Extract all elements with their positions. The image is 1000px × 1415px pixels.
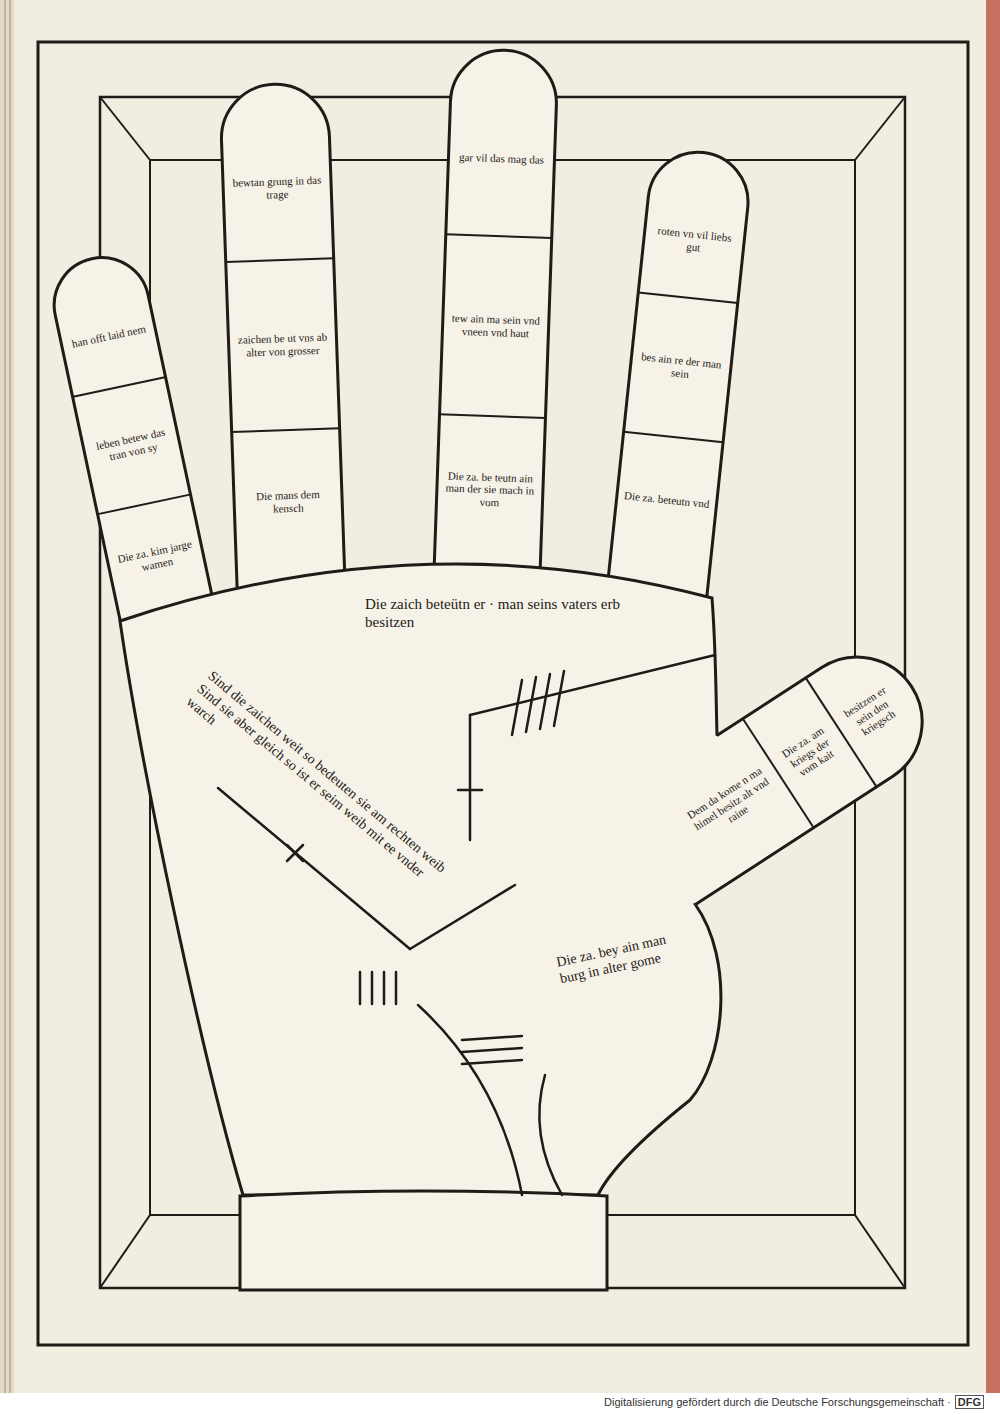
thumb-region: Dem da kome n ma himel besitz alt vnd ra… [625, 632, 947, 904]
hatch-mark [395, 972, 398, 1004]
finger-inscription: zaichen be ut vns ab alter von grosser [235, 331, 330, 360]
palm-line [410, 885, 515, 949]
cross-mark [458, 789, 482, 792]
phalanx: bes ain re der man sein [624, 291, 738, 441]
footer-strip [0, 1393, 1000, 1415]
index-finger-outline [606, 147, 753, 607]
finger-inscription: Die mans dem kensch [241, 487, 336, 516]
finger-inscription: Die za. kim jarge wamen [113, 537, 197, 579]
wrist-cuff [240, 1191, 607, 1290]
frame-outer [38, 42, 968, 1345]
hatch-mark [526, 677, 536, 732]
finger-inscription: Die za. beteutn vnd [624, 489, 710, 511]
frame-bevel [855, 97, 905, 160]
cross-mark [287, 845, 303, 861]
finger-inscription: leben betew das tran von sy [89, 425, 173, 467]
phalanx: bewtan grung in das trage [220, 107, 333, 261]
phalanx: gar vil das mag das [446, 73, 558, 237]
cover-edge [986, 0, 1000, 1393]
ring-finger-outline [220, 82, 346, 613]
phalanx: Die za. beteutn vnd [610, 431, 723, 568]
footer: Digitalisierung gefördert durch die Deut… [604, 1395, 984, 1409]
finger-region: han offt laid nem leben betew das tran vo… [45, 249, 221, 660]
page-edge-line [10, 0, 11, 1393]
hatch-mark [512, 680, 522, 735]
hatch-mark [462, 1036, 522, 1040]
finger-inscription: gar vil das mag das [459, 151, 544, 167]
frame-bevel [100, 97, 150, 160]
hatch-mark [462, 1048, 522, 1052]
phalanx: Die za. kim jarge wamen [97, 493, 213, 620]
finger-inscription: bewtan grung in das trage [230, 173, 325, 202]
palm-line [418, 1005, 522, 1195]
finger-inscription: besitzen er sein den kriegsch [835, 679, 908, 745]
finger-inscription: Dem da kome n ma himel besitz alt vnd ra… [678, 760, 784, 847]
thumb-fill [625, 632, 947, 904]
finger-region: gar vil das mag das tew ain ma sein vnd v… [433, 48, 558, 603]
phalanx: tew ain ma sein vnd vneen vnd haut [440, 233, 552, 417]
phalanx: leben betew das tran von sy [72, 376, 190, 513]
middle-finger-outline [433, 48, 558, 603]
finger-region: roten vn vil liebs gut bes ain re der man… [606, 147, 753, 607]
hatch-mark [371, 972, 374, 1004]
finger-inscription: han offt laid nem [70, 322, 146, 350]
phalanx: han offt laid nem [50, 270, 165, 395]
frame-bevel [855, 1215, 905, 1288]
hatch-mark [554, 671, 564, 726]
thumb-outline [625, 632, 947, 904]
phalanx: roten vn vil liebs gut [638, 172, 750, 302]
phalanx: zaichen be ut vns ab alter von grosser [226, 257, 340, 431]
finger-inscription: tew ain ma sein vnd vneen vnd haut [449, 312, 542, 340]
phalanx: Die mans dem kensch [232, 427, 345, 574]
palm-inscription: Die zaich beteütn er · man seins vaters … [365, 595, 655, 631]
credit-note: Digitalisierung gefördert durch die Deut… [604, 1396, 951, 1408]
logo-text: DFG [955, 1395, 984, 1409]
thumb [625, 632, 947, 904]
finger-region: bewtan grung in das trage zaichen be ut v… [220, 82, 346, 613]
frame-bevel [100, 1215, 150, 1288]
palm-outline [120, 564, 760, 1195]
hand-region: han offt laid nem leben betew das tran vo… [40, 40, 960, 1300]
hatch-mark [462, 1060, 522, 1064]
palm-line [469, 715, 472, 840]
frame [38, 42, 968, 1345]
palm-inscription: Sind die zaichen weit so bedeuten sie am… [183, 668, 453, 906]
finger-inscription: Die za. am kriegs der vom kait [772, 719, 847, 786]
cross-mark [287, 845, 303, 861]
finger-inscription: Die za. be teutn ain man der sie mach in… [443, 469, 536, 510]
page-edge [0, 0, 14, 1393]
finger-inscription: roten vn vil liebs gut [650, 223, 738, 257]
hatch-mark [540, 674, 550, 729]
palm-line [470, 655, 715, 715]
palm-line [539, 1075, 562, 1195]
phalanx: Die za. be teutn ain man der sie mach in… [434, 413, 545, 564]
hatch-mark [383, 972, 386, 1004]
finger-inscription: bes ain re der man sein [637, 350, 725, 384]
page-edge-line [5, 0, 6, 1393]
palm-inscription: Die za. bey ain man burg in alter gome [555, 927, 694, 988]
hatch-mark [359, 972, 362, 1004]
